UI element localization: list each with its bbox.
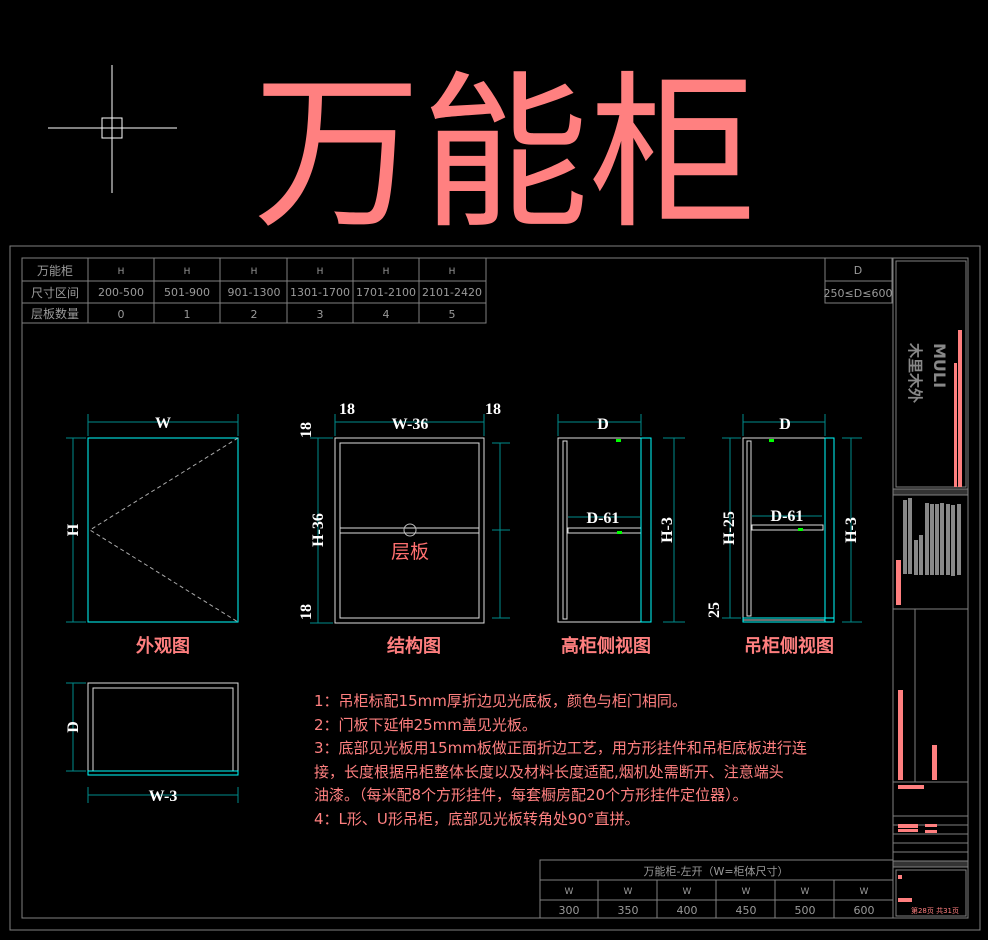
d-header: D bbox=[854, 264, 862, 277]
page-number: 第28页 共31页 bbox=[911, 906, 959, 915]
cell: 3 bbox=[317, 308, 324, 321]
row-header: 万能柜 bbox=[37, 264, 73, 278]
dim-h: H bbox=[65, 523, 82, 536]
d-table bbox=[824, 257, 893, 304]
cell: 901-1300 bbox=[228, 286, 281, 299]
cell: H bbox=[118, 267, 125, 277]
cell: 1701-2100 bbox=[356, 286, 416, 299]
view-label: 结构图 bbox=[387, 635, 441, 657]
cell: 350 bbox=[618, 904, 639, 917]
cell: 450 bbox=[736, 904, 757, 917]
cell: W bbox=[860, 887, 869, 897]
tall-side-view: D D-61 H-3 高柜侧视图 bbox=[557, 414, 685, 657]
cell: 1301-1700 bbox=[290, 286, 350, 299]
cell: 500 bbox=[795, 904, 816, 917]
outer-frame bbox=[9, 245, 981, 931]
page-title: 万能柜 bbox=[253, 56, 757, 252]
note-line: 油漆。（每米配8个方形挂件，每套橱房配20个方形挂件定位器）。 bbox=[314, 786, 748, 804]
structure-view: 18 W-36 18 18 H-36 18 层板 结构图 bbox=[298, 401, 510, 657]
dim-w: W-3 bbox=[149, 788, 178, 805]
spec-table bbox=[21, 257, 487, 324]
dim-h: H-3 bbox=[659, 517, 676, 543]
dim-left: 18 bbox=[339, 401, 355, 418]
note-line: 4：L形、U形吊柜，底部见光板转角处90°直拼。 bbox=[314, 809, 640, 828]
notes: 1：吊柜标配15mm厚折边见光底板，颜色与柜门相同。 2：门板下延伸25mm盖见… bbox=[314, 690, 874, 831]
dim-top: 18 bbox=[298, 422, 315, 438]
note-line: 2：门板下延伸25mm盖见光板。 bbox=[314, 715, 537, 734]
cell: 600 bbox=[854, 904, 875, 917]
width-table bbox=[539, 859, 894, 919]
cell: 2101-2420 bbox=[422, 286, 482, 299]
dim-w: W-36 bbox=[392, 416, 429, 433]
dim-bottom: 18 bbox=[298, 604, 315, 620]
view-label: 高柜侧视图 bbox=[561, 635, 651, 657]
hanging-side-view: D D-61 H-25 25 H-3 吊柜侧视图 bbox=[706, 414, 862, 657]
dim-h: H-3 bbox=[843, 517, 860, 543]
brand-cn: 木里木外 bbox=[906, 342, 924, 403]
dim-d: D bbox=[65, 721, 82, 733]
dim-h-left: H-25 bbox=[721, 511, 738, 545]
view-label: 外观图 bbox=[136, 635, 190, 657]
cell: W bbox=[742, 887, 751, 897]
note-line: 3：底部见光板用15mm板做正面折边工艺，用方形挂件和吊柜底板进行连 bbox=[314, 739, 807, 757]
dim-bottom: 25 bbox=[706, 602, 723, 618]
plan-view: D W-3 bbox=[65, 682, 239, 805]
brand-en: MULI bbox=[930, 343, 949, 388]
d-range: 250≤D≤600 bbox=[824, 287, 893, 300]
cell: W bbox=[801, 887, 810, 897]
cell: 400 bbox=[677, 904, 698, 917]
cell: 200-500 bbox=[98, 286, 144, 299]
cell: 0 bbox=[118, 308, 125, 321]
dim-h: H-36 bbox=[310, 513, 327, 547]
cell: W bbox=[683, 887, 692, 897]
dim-shelf: D-61 bbox=[771, 508, 804, 525]
row-header: 层板数量 bbox=[31, 306, 79, 321]
note-line: 接，长度根据吊柜整体长度以及材料长度适配,烟机处需断开、注意端头 bbox=[314, 762, 784, 781]
cell: 2 bbox=[251, 308, 258, 321]
cell: W bbox=[565, 887, 574, 897]
title-block: MULI 木里木外 第28页 共31页 bbox=[892, 257, 969, 919]
shelf-label: 层板 bbox=[391, 541, 429, 563]
dim-w: W bbox=[155, 415, 171, 432]
row-header: 尺寸区间 bbox=[31, 286, 79, 300]
cell: H bbox=[184, 267, 191, 277]
cell: W bbox=[624, 887, 633, 897]
dim-shelf: D-61 bbox=[587, 510, 620, 527]
cell: 300 bbox=[559, 904, 580, 917]
cell: H bbox=[251, 267, 258, 277]
cell: 1 bbox=[184, 308, 191, 321]
crosshair-cursor-icon bbox=[48, 65, 177, 193]
view-label: 吊柜侧视图 bbox=[744, 635, 834, 657]
dim-right: 18 bbox=[485, 401, 501, 418]
width-table-title: 万能柜-左开（W=柜体尺寸） bbox=[643, 864, 788, 878]
cell: H bbox=[383, 267, 390, 277]
dim-d: D bbox=[779, 416, 791, 433]
cell: 501-900 bbox=[164, 286, 210, 299]
cell: H bbox=[449, 267, 456, 277]
cell: 5 bbox=[449, 308, 456, 321]
exterior-view: W H 外观图 bbox=[65, 414, 239, 657]
cell: 4 bbox=[383, 308, 390, 321]
note-line: 1：吊柜标配15mm厚折边见光底板，颜色与柜门相同。 bbox=[314, 692, 687, 710]
dim-d: D bbox=[597, 416, 609, 433]
cell: H bbox=[317, 267, 324, 277]
